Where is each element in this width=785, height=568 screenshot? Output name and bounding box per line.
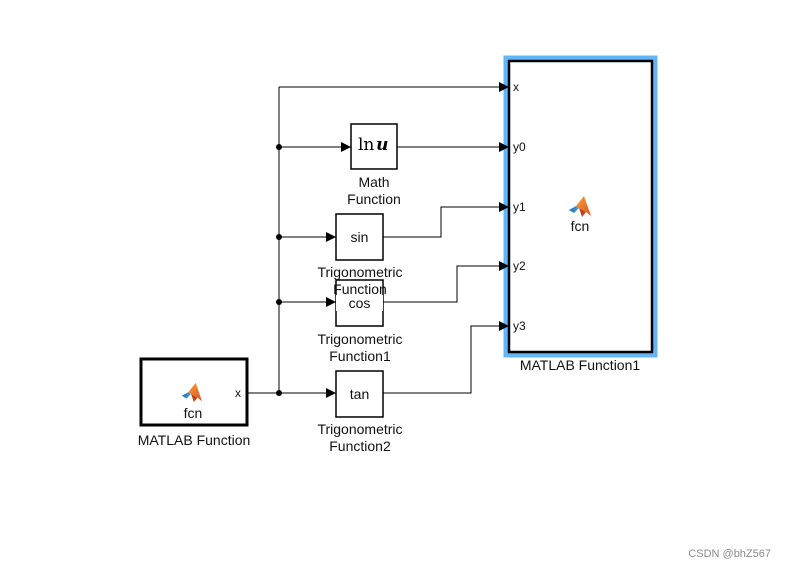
math-function-block[interactable] — [350, 123, 398, 170]
math-function-label-line2: Function — [347, 191, 401, 207]
dest-block-label: MATLAB Function1 — [519, 357, 641, 373]
cos-block-text: cos — [336, 295, 383, 311]
branch-points — [276, 144, 282, 396]
dest-input-port-y1: y1 — [513, 200, 526, 214]
sin-block-text: sin — [350, 229, 369, 245]
cos-label-line2: Function1 — [329, 348, 391, 364]
tan-label-line1: Trigonometric — [317, 421, 403, 437]
sin-block-label: Trigonometric Function — [300, 264, 420, 298]
trig-function-block-tan[interactable] — [335, 370, 384, 418]
sin-label-line2: Function — [333, 281, 387, 297]
source-block-label: MATLAB Function — [137, 432, 251, 448]
line-tan-to-y3 — [383, 321, 509, 394]
math-function-label: Math Function — [324, 174, 424, 208]
cos-block-label: Trigonometric Function1 — [300, 331, 420, 365]
tan-block-label: Trigonometric Function2 — [300, 421, 420, 455]
matlab-function-block-destination[interactable] — [503, 55, 658, 358]
math-u-text: u — [376, 135, 389, 155]
dest-input-port-y3: y3 — [513, 319, 526, 333]
line-cos-to-y2 — [383, 261, 509, 303]
source-output-port-label: x — [235, 386, 241, 400]
math-function-symbol: ln u — [358, 135, 388, 155]
matlab-function-block-source[interactable] — [139, 357, 249, 427]
tan-label-line2: Function2 — [329, 438, 391, 454]
math-ln-text: ln — [358, 135, 375, 155]
dest-block-inner-text: fcn — [570, 218, 590, 234]
watermark: CSDN @bhZ567 — [688, 548, 771, 560]
dest-input-port-y2: y2 — [513, 259, 526, 273]
line-sin-to-y1 — [383, 202, 509, 238]
math-function-label-line1: Math — [358, 174, 390, 190]
dest-input-port-x: x — [513, 80, 519, 94]
cos-label-line1: Trigonometric — [317, 331, 403, 347]
trig-function-block-sin[interactable] — [335, 213, 384, 261]
source-block-inner-text: fcn — [183, 405, 203, 421]
dest-input-port-y0: y0 — [513, 140, 526, 154]
tan-block-text: tan — [349, 386, 370, 402]
sin-label-line1: Trigonometric — [317, 264, 403, 280]
